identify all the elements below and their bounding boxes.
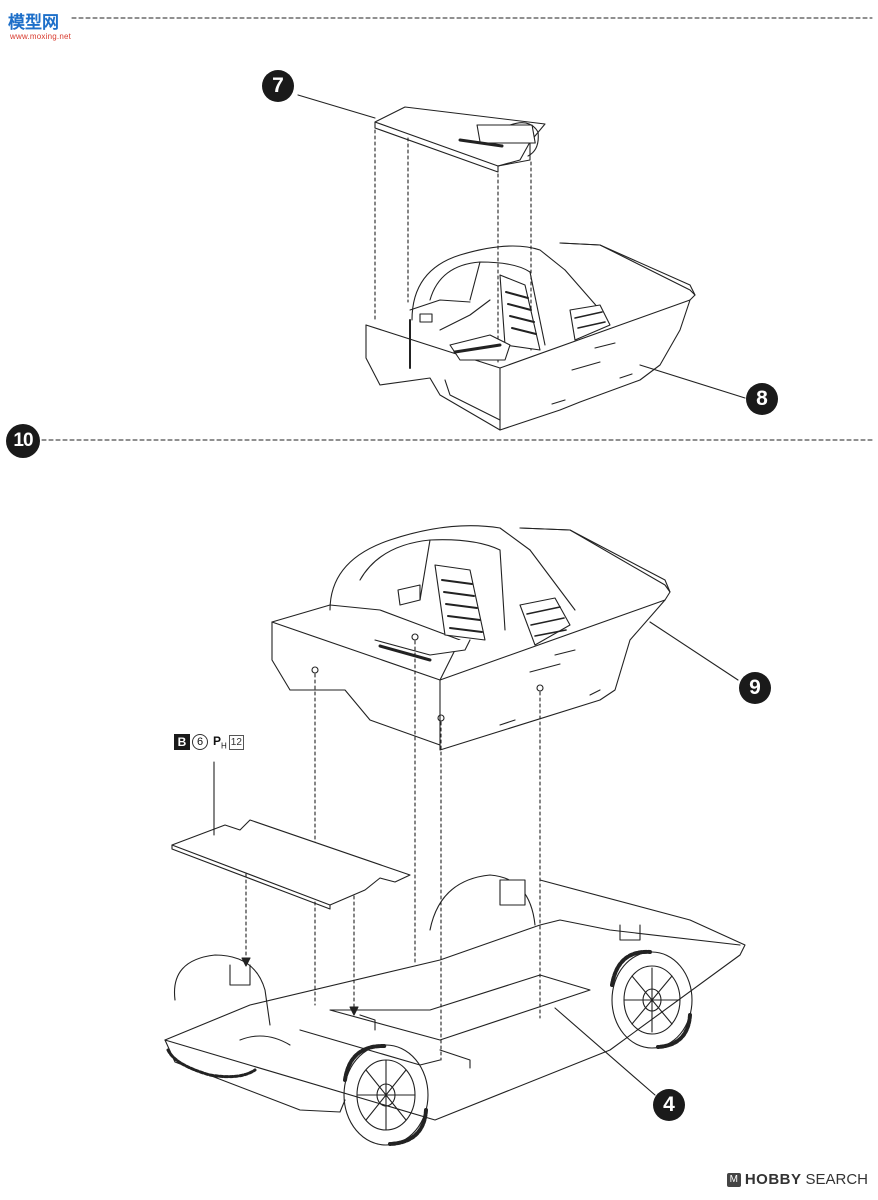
leader-7	[297, 94, 376, 119]
callout-number: 9	[749, 676, 761, 699]
callout-badge-9: 9	[739, 672, 771, 704]
site-logo-url: www.moxing.net	[10, 32, 72, 41]
callout-number: 8	[756, 387, 768, 410]
hobbysearch-icon: M	[726, 1172, 741, 1187]
floor-plate	[171, 819, 411, 910]
callout-badge-8: 8	[746, 383, 778, 415]
paint-code-label: B 6 PH 12	[174, 734, 244, 750]
dashboard-part-7	[374, 106, 546, 173]
body-tub-part-8	[365, 242, 696, 431]
paint-code-number: 6	[192, 734, 208, 751]
step-number: 10	[13, 430, 33, 451]
callout-number: 7	[272, 74, 284, 97]
paint-code-ph-sub: H	[221, 741, 227, 751]
site-logo-text: 模型网	[8, 13, 59, 33]
hobbysearch-watermark: M HOBBY SEARCH	[726, 1171, 868, 1188]
leader-9	[649, 621, 739, 681]
arrow-heads	[241, 957, 359, 1016]
callout-number: 4	[663, 1093, 675, 1116]
leader-8	[639, 364, 746, 399]
body-assembly-part-9	[271, 525, 671, 751]
paint-code-ph-main: P	[213, 734, 222, 748]
paint-code-ph: PH	[213, 734, 227, 750]
watermark-suffix: SEARCH	[805, 1171, 868, 1188]
chassis-part-4	[164, 874, 746, 1146]
callout-badge-4: 4	[653, 1089, 685, 1121]
paint-code-ph-number: 12	[228, 734, 244, 750]
leader-4	[554, 1007, 656, 1096]
callout-badge-7: 7	[262, 70, 294, 102]
site-logo: 模型网 www.moxing.net	[4, 6, 74, 41]
paint-code-letter: B	[174, 734, 190, 751]
step-number-badge: 10	[6, 424, 40, 458]
watermark-brand: HOBBY	[744, 1171, 802, 1188]
